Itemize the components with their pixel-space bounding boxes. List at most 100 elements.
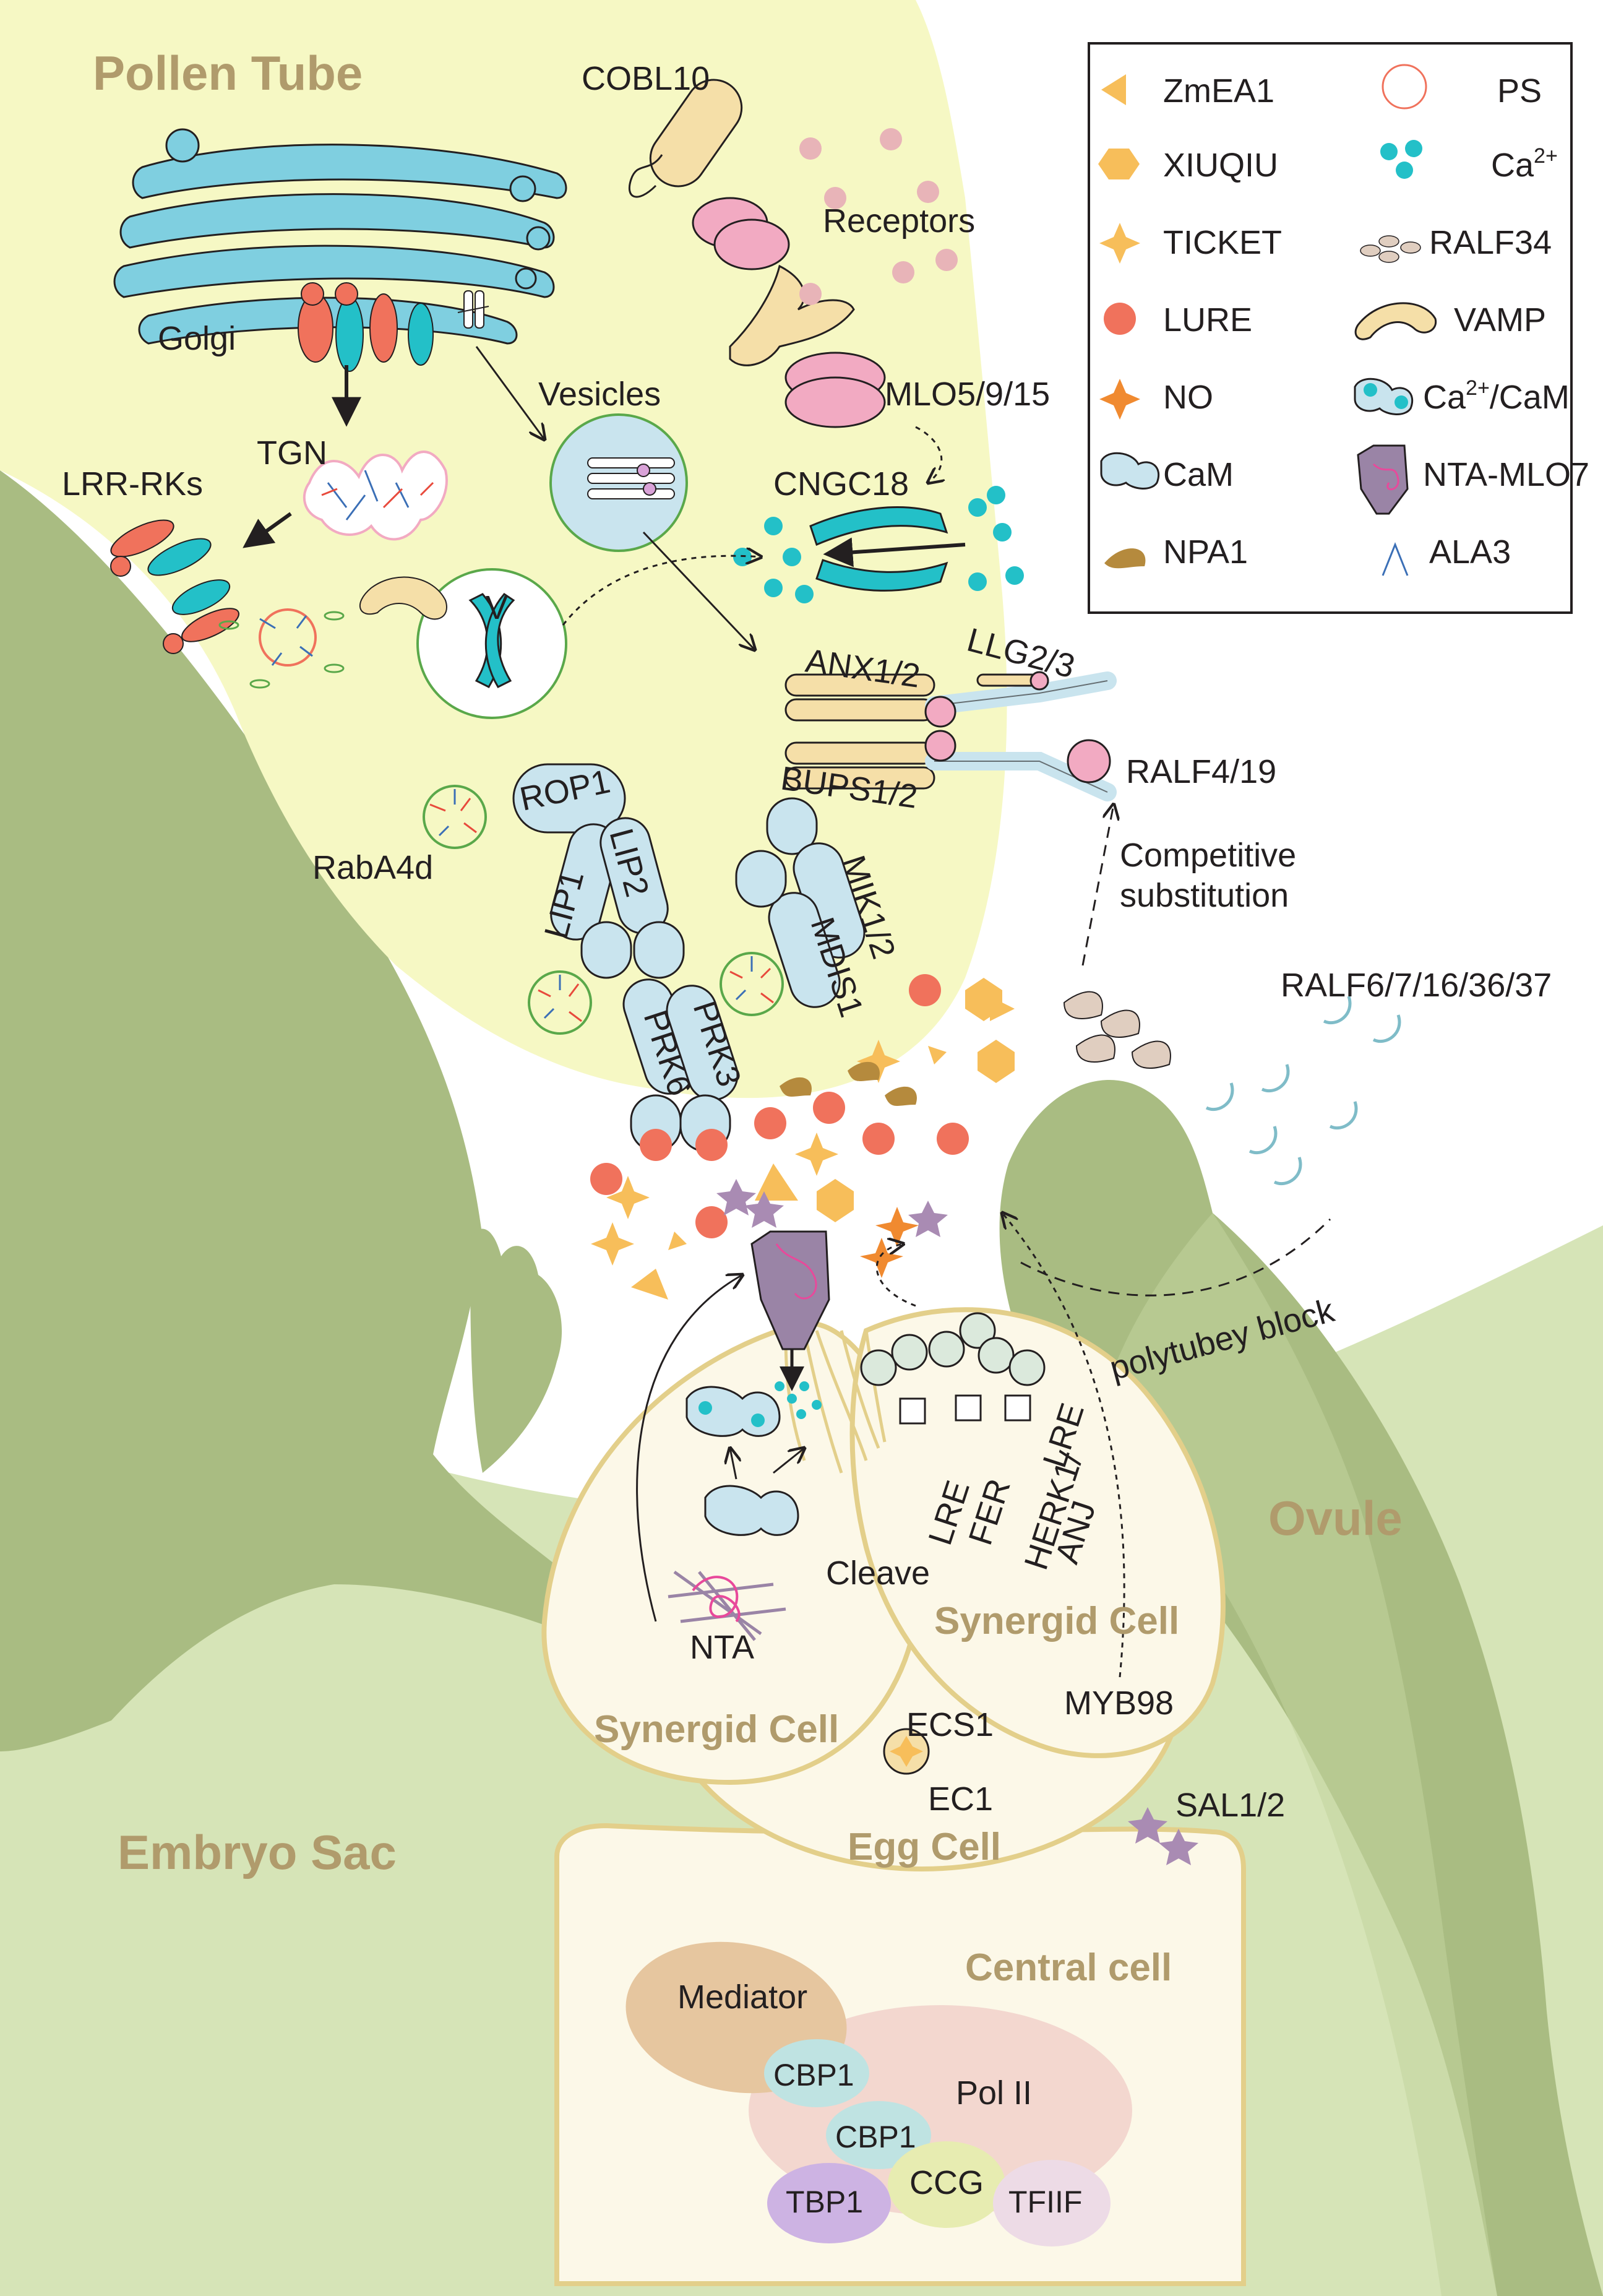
svg-text:PS: PS	[1497, 72, 1542, 110]
ca-legend-icon	[1380, 140, 1422, 179]
central-cell-label: Central cell	[965, 1946, 1172, 1989]
vesicles-label: Vesicles	[538, 376, 661, 413]
legend-row-ralf34: RALF34	[1429, 224, 1552, 261]
no-legend-icon	[1099, 379, 1140, 420]
svg-text:Ca2+: Ca2+	[1491, 144, 1558, 184]
synergid-left-label: Synergid Cell	[594, 1708, 839, 1751]
tbp1-label: TBP1	[786, 2185, 863, 2219]
embryo-sac-title: Embryo Sac	[118, 1825, 397, 1880]
myb98-label: MYB98	[1064, 1685, 1174, 1722]
mediator-label: Mediator	[677, 1979, 807, 2016]
ca-cam-legend-icon	[1354, 378, 1414, 415]
svg-text:NTA-MLO7: NTA-MLO7	[1423, 456, 1589, 493]
pollen-tube-title: Pollen Tube	[93, 46, 363, 100]
ticket-peptides	[591, 1040, 900, 1266]
tbp1-blob	[767, 2163, 891, 2243]
nta-to-mlo7-arrow	[636, 1275, 742, 1622]
legend-row-ps: PS	[1497, 72, 1542, 110]
cobl10-protein	[649, 79, 743, 188]
ca-influx-arrow	[823, 537, 966, 568]
tgn-cargo-red	[321, 481, 434, 509]
sal-stars	[716, 1179, 948, 1237]
golgi-cargo	[298, 282, 434, 372]
ec1-label: EC1	[928, 1780, 993, 1818]
legend-row-xiuqiu: XIUQIU	[1163, 147, 1278, 184]
svg-text:NO: NO	[1163, 379, 1213, 416]
ralf419-label: RALF4/19	[1126, 753, 1276, 790]
xiuqiu-peptides	[817, 978, 1015, 1222]
nta-mlo7-channel	[750, 1230, 830, 1350]
golgi-to-vesicles-arrow	[475, 346, 544, 439]
lrr-rks-label: LRR-RKs	[62, 465, 203, 503]
cleave-label: Cleave	[826, 1555, 930, 1592]
cam-legend-icon	[1100, 452, 1160, 490]
legend-row-ca-cam: Ca2+/CaM	[1423, 376, 1570, 416]
no-stars	[860, 1207, 919, 1278]
ovule-integument-left	[0, 470, 650, 1751]
legend-row-zmea1: ZmEA1	[1163, 72, 1274, 110]
ralf34-legend-icon	[1360, 235, 1421, 263]
svg-text:NPA1: NPA1	[1163, 533, 1248, 571]
ec1-star	[890, 1736, 923, 1767]
npa1-legend-icon	[1104, 548, 1146, 569]
nta-mlo7-legend-icon	[1357, 444, 1409, 515]
lure-legend-icon	[1104, 303, 1136, 335]
zmea1-legend-icon	[1101, 74, 1126, 105]
legend: ZmEA1 XIUQIU TICKET LURE NO CaM NPA1 PS …	[1088, 42, 1589, 614]
receptor-discs	[692, 197, 886, 428]
svg-text:XIUQIU: XIUQIU	[1163, 147, 1278, 184]
v-vesicle-channel	[468, 593, 515, 688]
cobl10-label: COBL10	[582, 60, 710, 97]
mlo-arrow	[915, 426, 942, 483]
ticket-legend-icon	[1099, 223, 1140, 264]
pol2-label: Pol II	[956, 2074, 1032, 2112]
egg-cell-label: Egg Cell	[848, 1826, 1001, 1868]
nta-label: NTA	[690, 1629, 754, 1666]
cngc18-label: CNGC18	[773, 465, 909, 503]
v-label: V	[486, 589, 508, 626]
legend-row-vamp: VAMP	[1454, 301, 1546, 339]
competitive-arrow	[1081, 805, 1114, 966]
y-receptor	[729, 264, 855, 366]
raba4d-vesicles	[423, 785, 784, 1035]
ps-vesicle	[218, 608, 345, 689]
lure-peptides	[590, 974, 969, 1238]
mlo-label: MLO5/9/15	[885, 376, 1050, 413]
legend-row-no: NO	[1163, 379, 1213, 416]
ala3-legend-icon	[1382, 542, 1409, 576]
ps-legend-icon	[1382, 64, 1427, 110]
ccg-blob	[888, 2141, 1005, 2228]
vesicles-to-anx-arrow	[642, 531, 755, 650]
rop-lip-prk-complex	[512, 763, 739, 1152]
ovule-inner-curve	[1107, 1213, 1497, 2296]
cngc18-channel	[809, 506, 948, 592]
sal12-stars	[1128, 1807, 1198, 1865]
anx-bups-complex	[784, 671, 1117, 801]
sal-label: SAL1/2	[1175, 1787, 1285, 1824]
svg-text:ALA3: ALA3	[1429, 533, 1511, 571]
receptor-ligands	[799, 128, 958, 305]
svg-text:CaM: CaM	[1163, 456, 1234, 493]
tfiif-blob	[993, 2160, 1111, 2246]
cbp1-blob-a	[764, 2039, 869, 2107]
raba4d-label: RabA4d	[312, 849, 433, 886]
legend-row-ala3: ALA3	[1429, 533, 1511, 571]
vesicle-cargo	[587, 457, 675, 499]
myb98-arrow	[1002, 1213, 1125, 1678]
competitive-label-1: Competitive	[1120, 837, 1296, 874]
svg-text:RALF34: RALF34	[1429, 224, 1552, 261]
legend-row-ticket: TICKET	[1163, 224, 1282, 261]
tgn-to-lrr-arrow	[243, 512, 292, 548]
vamp-icon	[359, 576, 447, 620]
vamp-legend-icon	[1354, 302, 1437, 340]
svg-text:ZmEA1: ZmEA1	[1163, 72, 1274, 110]
ralf34-seeds	[1063, 991, 1171, 1069]
cobl10-tail	[628, 154, 663, 198]
svg-text:TICKET: TICKET	[1163, 224, 1282, 261]
integument-lobe	[470, 1228, 562, 1473]
cbp1-label-b: CBP1	[835, 2120, 916, 2154]
synergid-cell-right	[849, 1307, 1226, 1758]
ralf-crescents	[1205, 996, 1401, 1186]
ovule-title: Ovule	[1268, 1491, 1403, 1545]
